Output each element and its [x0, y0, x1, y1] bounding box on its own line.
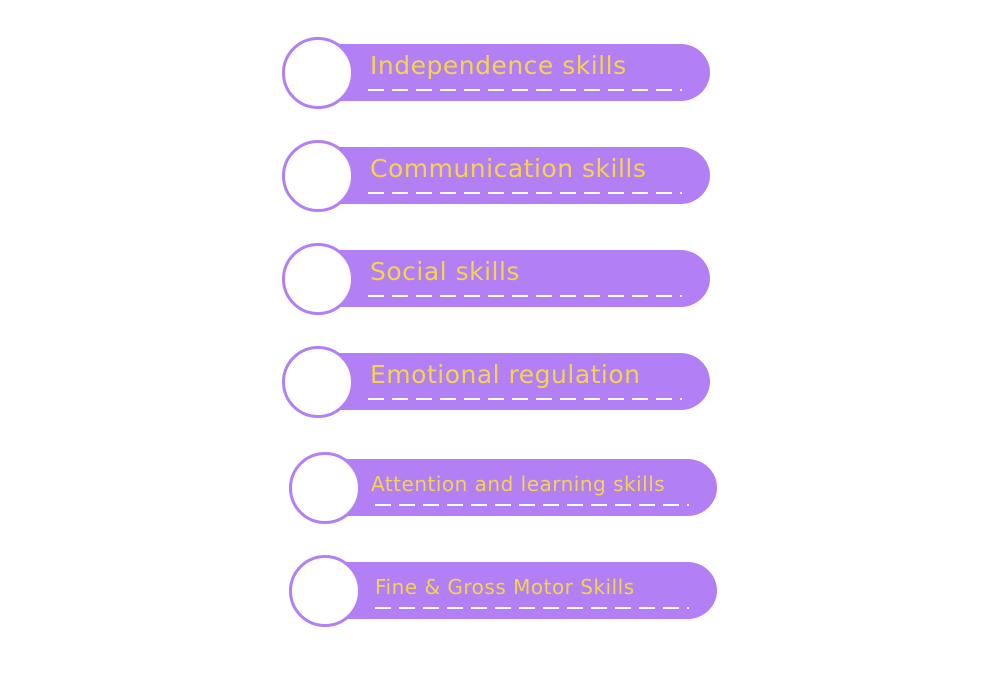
label-band — [324, 353, 710, 410]
skill-label: Attention and learning skills — [371, 472, 666, 496]
checkbox-circle-icon[interactable] — [289, 452, 361, 524]
label-band — [331, 459, 717, 516]
dashed-writing-line — [375, 504, 689, 506]
checkbox-circle-icon[interactable] — [282, 346, 354, 418]
dashed-writing-line — [368, 295, 682, 297]
checkbox-circle-icon[interactable] — [282, 37, 354, 109]
label-band — [324, 44, 710, 101]
label-band — [324, 147, 710, 204]
skill-label: Communication skills — [370, 154, 647, 183]
skill-label: Independence skills — [370, 51, 627, 80]
skill-item-communication: Communication skills — [280, 140, 720, 212]
skill-item-independence: Independence skills — [280, 37, 720, 109]
skill-item-attention-learning: Attention and learning skills — [287, 452, 727, 524]
dashed-writing-line — [368, 398, 682, 400]
skill-label: Social skills — [370, 257, 520, 286]
checkbox-circle-icon[interactable] — [282, 243, 354, 315]
skill-item-social: Social skills — [280, 243, 720, 315]
skill-label: Emotional regulation — [370, 360, 641, 389]
dashed-writing-line — [368, 89, 682, 91]
dashed-writing-line — [375, 607, 689, 609]
label-band — [331, 562, 717, 619]
label-band — [324, 250, 710, 307]
skill-item-emotional-regulation: Emotional regulation — [280, 346, 720, 418]
checkbox-circle-icon[interactable] — [282, 140, 354, 212]
dashed-writing-line — [368, 192, 682, 194]
skill-item-motor-skills: Fine & Gross Motor Skills — [287, 555, 727, 627]
checkbox-circle-icon[interactable] — [289, 555, 361, 627]
skill-label: Fine & Gross Motor Skills — [375, 575, 635, 599]
